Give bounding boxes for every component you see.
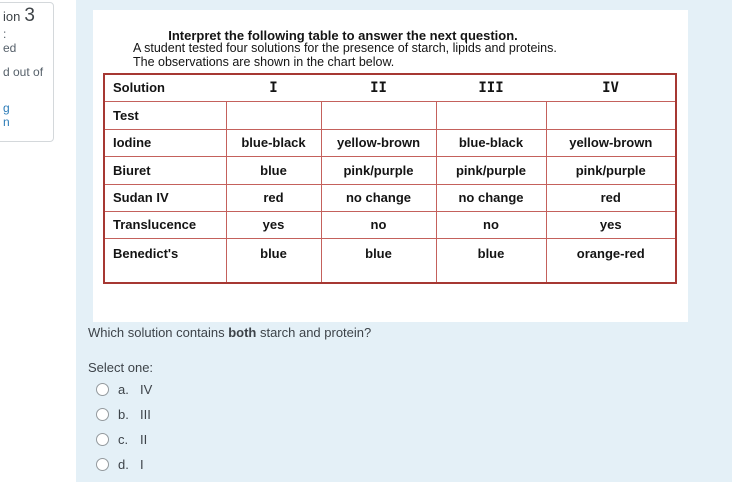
option-letter: b. [118,407,129,422]
header-cell-iv: IV [546,73,676,102]
observations-table: Solution I II III IV Test [103,73,677,284]
option-letter: d. [118,457,129,472]
row-label: Test [103,100,227,130]
row-label: Biuret [103,155,227,185]
radio-button-icon[interactable] [96,433,109,446]
table-row: Test [103,100,677,130]
status-colon-fragment: : [3,27,7,41]
option-d[interactable]: d. I [96,457,152,472]
cell: pink/purple [435,155,547,185]
radio-button-icon[interactable] [96,408,109,421]
cell: yes [545,210,677,239]
header-cell-iii: III [436,73,546,102]
table-header-row: Solution I II III IV [104,73,676,102]
cell: yes [225,210,322,239]
cell: no [320,210,437,239]
description-line-1: A student tested four solutions for the … [133,41,557,55]
prompt-suffix: starch and protein? [256,325,372,340]
prompt-prefix: Which solution contains [88,325,229,340]
cell [545,100,677,130]
table-row: Sudan IV red no change no change red [103,183,677,212]
question-image-card: Interpret the following table to answer … [93,10,688,322]
option-letter: c. [118,432,129,447]
cell: no [435,210,547,239]
option-letter: a. [118,382,129,397]
radio-button-icon[interactable] [96,458,109,471]
cell [435,100,547,130]
option-text: IV [140,382,153,397]
cell: red [545,183,677,212]
header-cell-ii: II [321,73,436,102]
option-text: I [140,457,144,472]
cell: yellow-brown [320,128,437,157]
cell: red [225,183,322,212]
edit-question-link[interactable]: n [3,115,10,129]
description-line-2: The observations are shown in the chart … [133,55,395,69]
table-row: Iodine blue-black yellow-brown blue-blac… [103,128,677,157]
flag-question-link[interactable]: g [3,101,10,115]
question-image-title: Interpret the following table to answer … [168,28,518,43]
cell: blue-black [225,128,322,157]
cell: yellow-brown [545,128,677,157]
marked-out-of-fragment: d out of [3,65,44,79]
row-label: Sudan IV [103,183,227,212]
option-a[interactable]: a. IV [96,382,152,397]
row-label: Iodine [103,128,227,157]
cell: pink/purple [545,155,677,185]
header-cell-solution: Solution [104,73,226,102]
cell: pink/purple [320,155,437,185]
header-cell-i: I [226,73,321,102]
cell: blue [225,237,322,284]
question-number-value: 3 [24,5,35,26]
answered-status-fragment: ed [3,41,17,55]
cell [225,100,322,130]
question-image-description: A student tested four solutions for the … [133,41,557,69]
question-area: Interpret the following table to answer … [76,0,732,482]
cell: blue [435,237,547,284]
table-row: Benedict's blue blue blue orange-red [103,237,677,284]
table-row: Translucence yes no no yes [103,210,677,239]
row-label: Translucence [103,210,227,239]
cell: no change [435,183,547,212]
prompt-bold-word: both [228,325,257,340]
cell: no change [320,183,437,212]
row-label: Benedict's [103,237,227,284]
cell: blue [225,155,322,185]
answer-options: a. IV b. III c. II d. I [96,382,152,482]
select-one-label: Select one: [88,360,154,375]
question-number-prefix-fragment: ion [3,9,21,24]
question-prompt: Which solution contains both starch and … [88,325,371,340]
cell [320,100,437,130]
option-text: II [140,432,148,447]
cell: blue-black [435,128,547,157]
option-text: III [140,407,151,422]
cell: blue [320,237,437,284]
cell: orange-red [545,237,677,284]
table-row: Biuret blue pink/purple pink/purple pink… [103,155,677,185]
option-b[interactable]: b. III [96,407,152,422]
option-c[interactable]: c. II [96,432,152,447]
radio-button-icon[interactable] [96,383,109,396]
